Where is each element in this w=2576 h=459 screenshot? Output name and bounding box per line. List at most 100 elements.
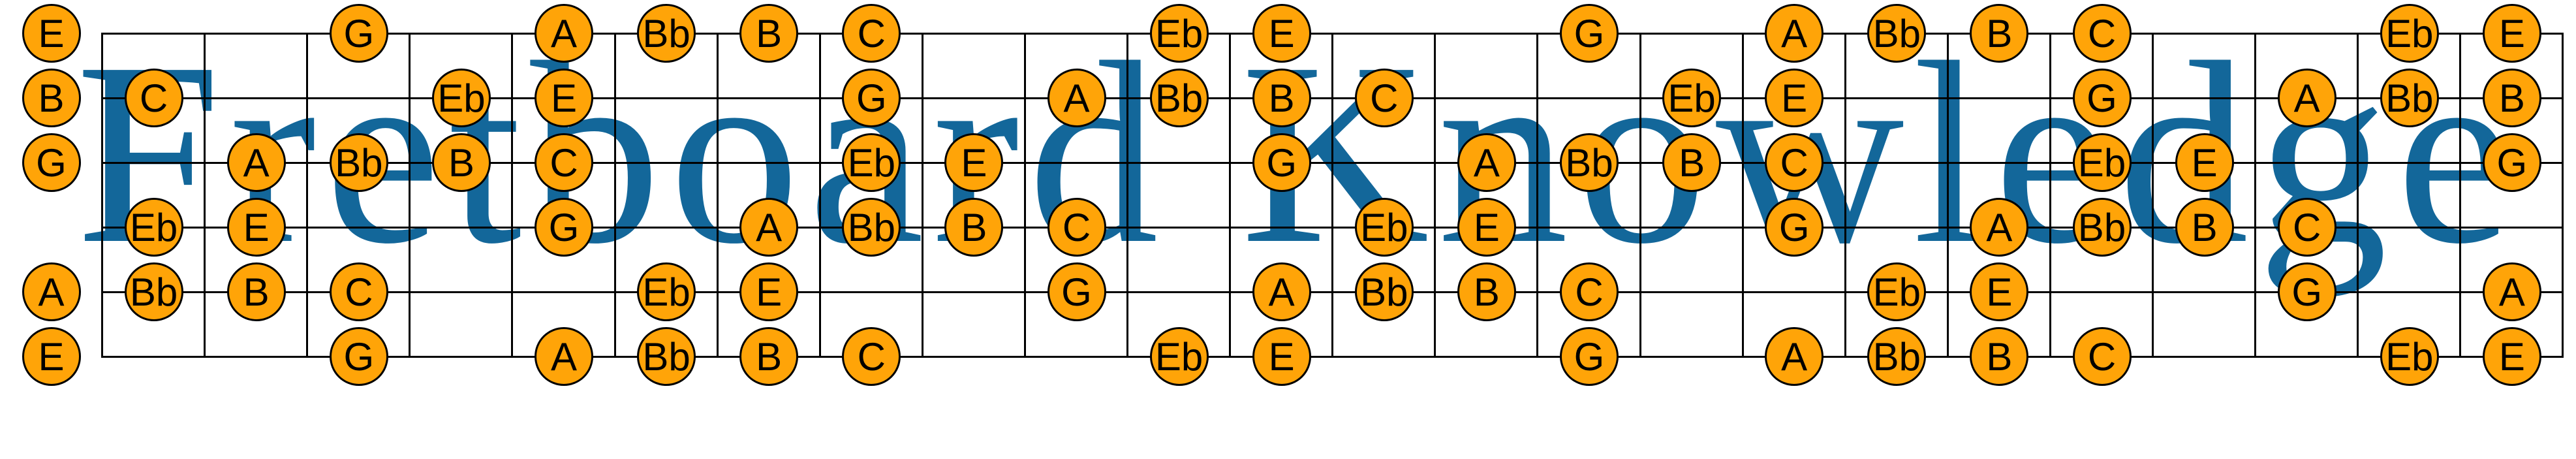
fret-line — [306, 32, 309, 358]
note-marker: G — [535, 198, 593, 257]
note-marker: Eb — [637, 262, 696, 321]
note-marker: Eb — [1149, 4, 1209, 63]
note-marker: A — [2482, 262, 2541, 321]
note-marker: Bb — [637, 327, 696, 386]
note-marker: Eb — [431, 69, 491, 127]
note-marker: A — [739, 198, 799, 257]
fret-line — [2357, 32, 2359, 358]
note-marker: E — [2482, 327, 2541, 386]
note-marker: E — [1457, 198, 1516, 257]
note-marker: C — [842, 327, 901, 386]
note-marker: E — [1252, 327, 1311, 386]
note-marker: G — [1047, 262, 1106, 321]
note-marker: B — [226, 262, 286, 321]
note-marker: Eb — [2072, 133, 2132, 192]
note-marker: C — [1047, 198, 1106, 257]
fret-line — [1331, 32, 1334, 358]
note-marker: C — [842, 4, 901, 63]
note-marker: Eb — [1149, 327, 1209, 386]
note-marker: C — [124, 69, 183, 127]
note-marker: Bb — [124, 262, 183, 321]
note-marker: Eb — [2380, 4, 2439, 63]
fret-line — [2562, 32, 2564, 358]
fret-line — [2049, 32, 2051, 358]
nut-line — [101, 32, 103, 358]
note-marker: C — [535, 133, 593, 192]
fret-line — [1536, 32, 1539, 358]
note-marker: Bb — [1149, 69, 1209, 127]
note-marker: E — [944, 133, 1004, 192]
note-marker: B — [22, 69, 81, 127]
note-marker: Bb — [2380, 69, 2439, 127]
note-marker: G — [1765, 198, 1824, 257]
note-marker: E — [2175, 133, 2234, 192]
note-marker: E — [739, 262, 799, 321]
note-marker: G — [1560, 327, 1619, 386]
note-marker: B — [1252, 69, 1311, 127]
fret-line — [716, 32, 719, 358]
note-marker: B — [1662, 133, 1722, 192]
fret-line — [1126, 32, 1128, 358]
note-marker: Bb — [1867, 4, 1927, 63]
note-marker: Bb — [1354, 262, 1414, 321]
note-marker: G — [1252, 133, 1311, 192]
fret-line — [818, 32, 821, 358]
note-marker: G — [329, 4, 388, 63]
note-marker: C — [2072, 4, 2132, 63]
note-marker: E — [1970, 262, 2029, 321]
fret-line — [511, 32, 514, 358]
note-marker: B — [739, 327, 799, 386]
note-marker: E — [535, 69, 593, 127]
note-marker: G — [329, 327, 388, 386]
note-marker: Eb — [1354, 198, 1414, 257]
note-marker: E — [22, 4, 81, 63]
note-marker: C — [2072, 327, 2132, 386]
fret-line — [1946, 32, 1949, 358]
fret-line — [2254, 32, 2257, 358]
note-marker: E — [2482, 4, 2541, 63]
note-marker: Bb — [637, 4, 696, 63]
note-marker: A — [1457, 133, 1516, 192]
note-marker: Eb — [2380, 327, 2439, 386]
note-marker: B — [431, 133, 491, 192]
note-marker: C — [1765, 133, 1824, 192]
note-marker: G — [1560, 4, 1619, 63]
fret-line — [921, 32, 923, 358]
fret-line — [2459, 32, 2462, 358]
note-marker: A — [226, 133, 286, 192]
note-marker: B — [1970, 327, 2029, 386]
note-marker: E — [1765, 69, 1824, 127]
note-marker: G — [2277, 262, 2336, 321]
note-marker: A — [535, 327, 593, 386]
fret-line — [1639, 32, 1641, 358]
note-marker: B — [2482, 69, 2541, 127]
note-marker: Eb — [124, 198, 183, 257]
note-marker: Eb — [1662, 69, 1722, 127]
fret-line — [1023, 32, 1026, 358]
fret-line — [613, 32, 616, 358]
note-marker: E — [226, 198, 286, 257]
note-marker: G — [2072, 69, 2132, 127]
note-marker: C — [1560, 262, 1619, 321]
note-marker: G — [2482, 133, 2541, 192]
note-marker: B — [2175, 198, 2234, 257]
note-marker: Bb — [842, 198, 901, 257]
note-marker: A — [22, 262, 81, 321]
fret-line — [204, 32, 206, 358]
note-marker: Eb — [842, 133, 901, 192]
note-marker: A — [1970, 198, 2029, 257]
note-marker: A — [1047, 69, 1106, 127]
note-marker: Bb — [1560, 133, 1619, 192]
note-marker: A — [1252, 262, 1311, 321]
fret-line — [1741, 32, 1744, 358]
fret-line — [2152, 32, 2154, 358]
note-marker: G — [22, 133, 81, 192]
note-marker: Bb — [329, 133, 388, 192]
note-marker: A — [2277, 69, 2336, 127]
fret-line — [1434, 32, 1436, 358]
note-marker: B — [944, 198, 1004, 257]
note-marker: B — [1970, 4, 2029, 63]
note-marker: C — [329, 262, 388, 321]
note-marker: C — [2277, 198, 2336, 257]
